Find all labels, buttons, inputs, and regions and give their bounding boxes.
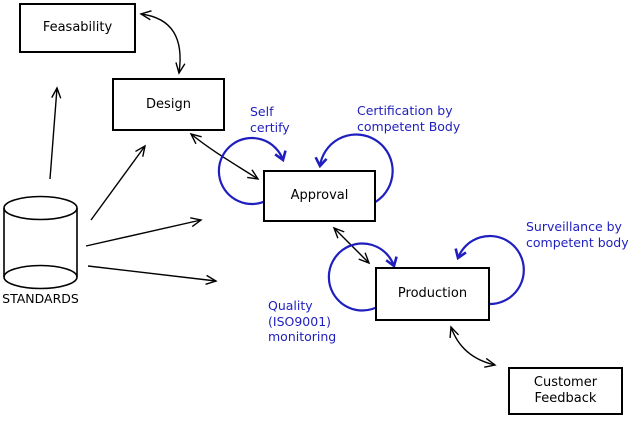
node-design: Design [112, 78, 225, 131]
annotation-line: certify [250, 119, 290, 135]
annotation-line: competent Body [357, 118, 461, 134]
annotation-quality-monitoring: Quality (ISO9001) monitoring [268, 298, 336, 345]
annotation-line: monitoring [268, 329, 337, 344]
node-label: Production [397, 286, 468, 301]
node-feasability: Feasability [19, 3, 136, 53]
annotation-line: Quality [268, 298, 313, 313]
standards-cylinder-shape [3, 195, 78, 290]
annotation-surveillance: Surveillance by competent body [526, 219, 629, 250]
node-label: Customer Feedback [533, 375, 598, 406]
annotation-line: Surveillance by [526, 219, 622, 234]
node-label: Design [146, 96, 191, 112]
arrow-standards-production [87, 265, 218, 285]
arrow-production-customer-feedback [449, 325, 497, 368]
arrow-design-approval [189, 132, 260, 180]
annotation-certification: Certification by competent Body [357, 103, 460, 134]
annotation-self-certify: Self certify [250, 104, 290, 135]
annotation-line: Certification by [357, 103, 453, 118]
arrow-standards-design [90, 144, 147, 221]
node-label: Feasability [42, 20, 113, 35]
arrow-standards-feasability [49, 86, 62, 180]
node-customer-feedback: Customer Feedback [508, 367, 623, 415]
node-label: Approval [290, 188, 349, 203]
annotation-line: Self [250, 104, 274, 119]
annotation-line: (ISO9001) [268, 313, 332, 329]
node-production: Production [375, 267, 490, 321]
arrow-standards-approval [85, 217, 203, 247]
arrow-feasability-design [139, 10, 186, 75]
standards-label: STANDARDS [2, 291, 79, 306]
annotation-line: competent body [526, 234, 629, 250]
node-approval: Approval [263, 170, 376, 222]
